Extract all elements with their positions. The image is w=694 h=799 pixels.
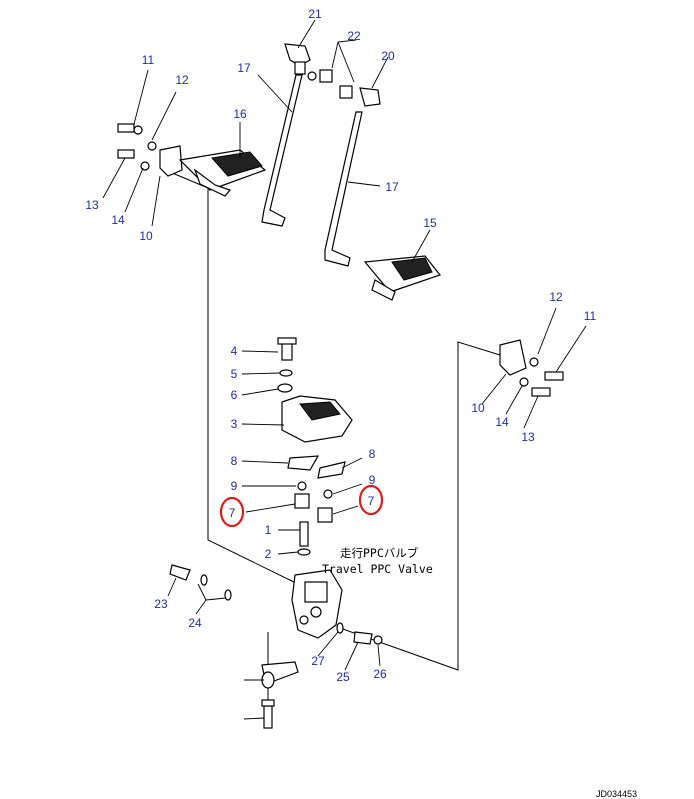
callout-8: 8 — [231, 454, 238, 468]
caption-english: Travel PPC Valve — [322, 562, 433, 576]
pedal-left-assembly — [117, 123, 267, 197]
highlight-circle-7a — [219, 496, 245, 528]
callout-2: 2 — [265, 547, 272, 561]
callout-11: 11 — [142, 53, 155, 67]
callout-10: 10 — [471, 401, 485, 415]
document-code: JD034453 — [596, 789, 637, 799]
callout-7: 7 — [368, 494, 375, 508]
callout-9: 9 — [369, 473, 376, 487]
callout-13: 13 — [85, 198, 99, 212]
callout-22: 24 — [188, 616, 202, 630]
callout-14: 14 — [111, 213, 125, 227]
callout-8: 8 — [369, 447, 376, 461]
callout-20: 22 — [347, 29, 361, 43]
callout-18: 20 — [381, 49, 395, 63]
ppc-valve-body — [291, 569, 343, 639]
lower-fittings — [169, 564, 383, 729]
callout-11: 11 — [584, 309, 597, 323]
pedal-right-assembly — [363, 255, 564, 397]
callout-labels: 21 22 20 11 17 12 16 17 13 14 15 10 12 1… — [85, 7, 596, 684]
callout-6: 6 — [231, 388, 238, 402]
callout-17: 17 — [385, 180, 399, 194]
callout-1: 1 — [265, 523, 272, 537]
rod-left — [261, 74, 303, 227]
caption-japanese: 走行PPCバルブ — [340, 546, 419, 560]
callout-5: 5 — [231, 367, 238, 381]
callout-14: 14 — [495, 415, 509, 429]
callout-3: 3 — [231, 417, 238, 431]
rod-end-top — [284, 43, 311, 75]
callout-9: 9 — [231, 479, 238, 493]
callout-19: 21 — [308, 7, 322, 21]
callout-15: 15 — [423, 216, 437, 230]
callout-24: 26 — [373, 667, 387, 681]
callout-12: 12 — [549, 290, 563, 304]
rod-end-right — [359, 87, 381, 107]
callout-21: 23 — [154, 597, 168, 611]
callout-10: 10 — [139, 229, 153, 243]
rod-right — [324, 111, 363, 267]
leader-lines — [102, 19, 587, 720]
callout-7: 7 — [229, 506, 236, 520]
callout-16: 16 — [233, 107, 247, 121]
callout-23: 25 — [336, 670, 350, 684]
valve-stack — [277, 337, 353, 556]
callout-25: 27 — [311, 654, 325, 668]
callout-4: 4 — [231, 344, 238, 358]
fitting-top — [307, 69, 353, 99]
callout-17: 17 — [237, 61, 251, 75]
callout-12: 12 — [175, 73, 189, 87]
callout-13: 13 — [521, 430, 535, 444]
highlight-circle-7b — [358, 484, 384, 516]
